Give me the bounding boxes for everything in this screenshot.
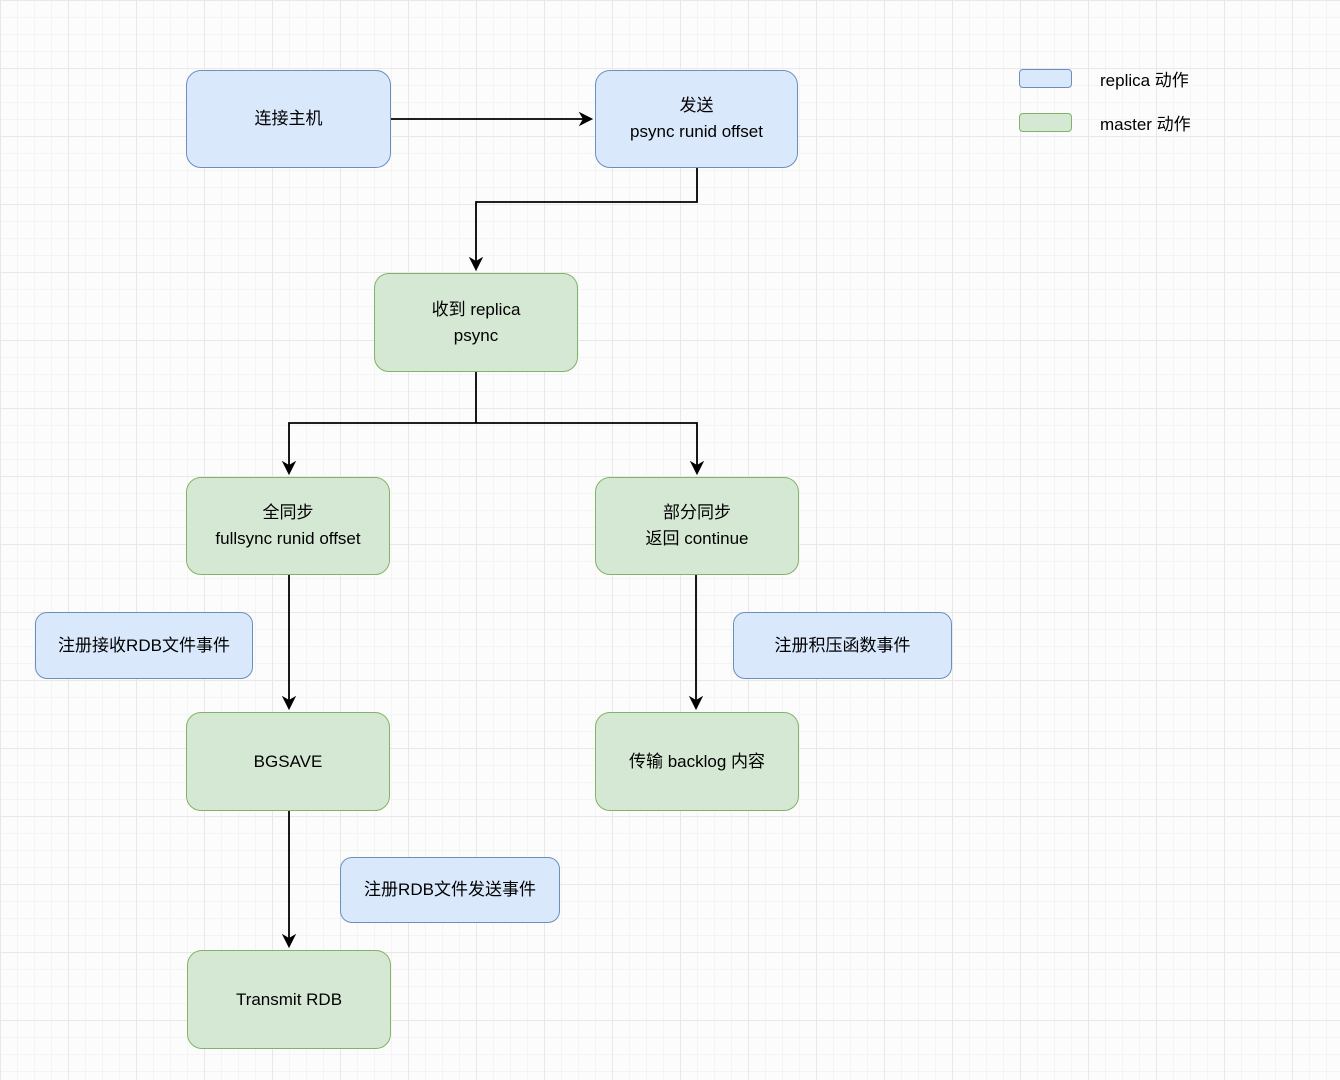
connector-branch-partialsync [476,422,705,476]
legend-row-master: master 动作 [1019,110,1191,135]
node-full-sync-label: 全同步 fullsync runid offset [215,503,361,548]
node-receive-psync-label: 收到 replica psync [431,299,521,345]
node-partial-sync-label: 部分同步 返回 continue [645,503,749,548]
node-register-rdb-receive-event-label: 注册接收RDB文件事件 [58,635,230,655]
node-connect-host-label: 连接主机 [254,109,323,128]
node-register-backlog-event[interactable]: 注册积压函数事件 [733,612,952,679]
node-register-rdb-send-event[interactable]: 注册RDB文件发送事件 [340,857,560,923]
connector-send-to-receive [468,168,698,272]
node-transmit-backlog[interactable]: 传输 backlog 内容 [595,712,799,811]
node-receive-psync[interactable]: 收到 replica psync [374,273,578,372]
node-register-rdb-send-event-label: 注册RDB文件发送事件 [364,880,536,899]
node-connect-host[interactable]: 连接主机 [186,70,391,168]
legend-master-swatch [1019,113,1072,132]
node-full-sync[interactable]: 全同步 fullsync runid offset [186,477,390,575]
node-send-psync[interactable]: 发送 psync runid offset [595,70,798,168]
node-transmit-rdb-label: Transmit RDB [235,989,343,1009]
connector-branch-fullsync [281,422,476,476]
node-bgsave-label: BGSAVE [253,751,323,771]
legend-master-label: master 动作 [1100,115,1191,134]
legend-replica-swatch [1019,69,1072,88]
node-register-backlog-event-label: 注册积压函数事件 [774,635,911,655]
node-partial-sync[interactable]: 部分同步 返回 continue [595,477,799,575]
node-bgsave[interactable]: BGSAVE [186,712,390,811]
legend-replica-label: replica 动作 [1100,71,1189,90]
legend-row-replica: replica 动作 [1019,66,1189,91]
node-transmit-rdb[interactable]: Transmit RDB [187,950,391,1049]
node-register-rdb-receive-event[interactable]: 注册接收RDB文件事件 [35,612,253,679]
node-transmit-backlog-label: 传输 backlog 内容 [628,751,766,771]
node-send-psync-label: 发送 psync runid offset [630,96,763,141]
